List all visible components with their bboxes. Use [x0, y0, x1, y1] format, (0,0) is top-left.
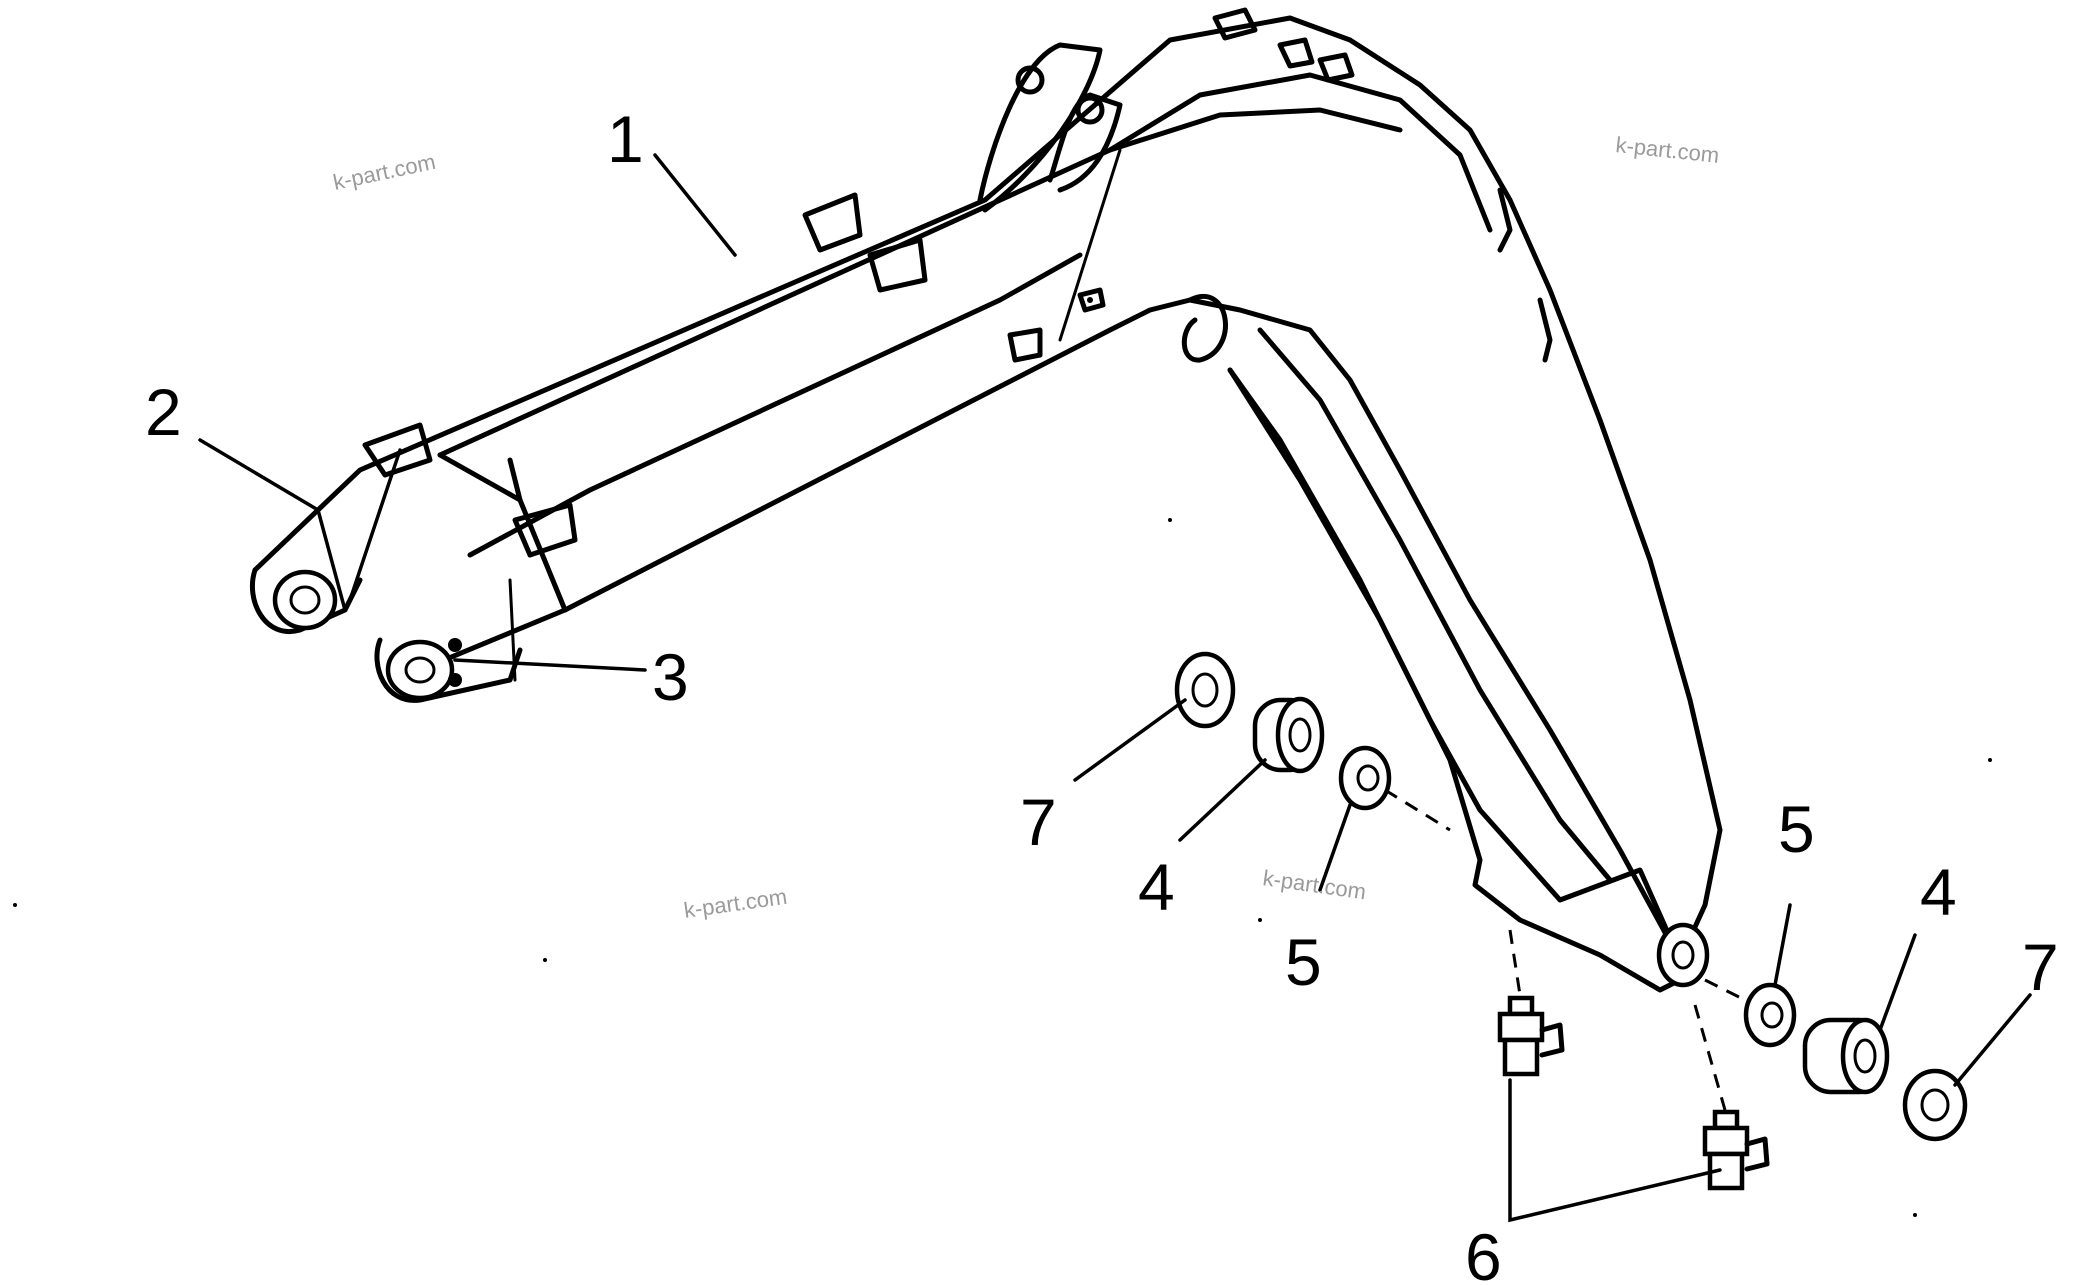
- callout-1: 1: [607, 102, 644, 176]
- leader-lines: [198, 153, 2032, 1223]
- callout-7-right: 7: [2022, 930, 2059, 1004]
- exploded-parts-left-set: [1174, 651, 1451, 832]
- exploded-parts-right-set: [1656, 922, 1968, 1142]
- callout-6: 6: [1465, 1220, 1502, 1285]
- shim-5a: [1338, 745, 1392, 811]
- callout-labels: 1 2 3 7 4 5 5 4 7 6: [145, 102, 2059, 1285]
- callout-4-right: 4: [1920, 855, 1957, 929]
- boom-structure: [252, 7, 1723, 993]
- boom-foot-boss: [249, 567, 523, 703]
- callout-7-left: 7: [1020, 785, 1057, 859]
- callout-4-left: 4: [1138, 850, 1175, 924]
- seal-7a: [1174, 651, 1236, 729]
- grease-fitting-left: [1497, 929, 1565, 1077]
- speckles: [13, 297, 1992, 1217]
- shim-5b: [1743, 982, 1797, 1048]
- callout-2: 2: [145, 375, 182, 449]
- watermark-top-left: k-part.com: [331, 149, 438, 195]
- seal-7b: [1902, 1068, 1968, 1142]
- watermark-bottom-left: k-part.com: [682, 884, 788, 923]
- callout-5-right: 5: [1778, 792, 1815, 866]
- boom-pin-bore: [1656, 922, 1710, 988]
- bushing-4b: [1802, 1017, 1890, 1095]
- bushing-4a: [1252, 696, 1325, 774]
- callout-5-left: 5: [1285, 925, 1322, 999]
- watermark-center: k-part.com: [1261, 865, 1367, 904]
- callout-3: 3: [652, 640, 689, 714]
- watermark-top-right: k-part.com: [1614, 132, 1720, 168]
